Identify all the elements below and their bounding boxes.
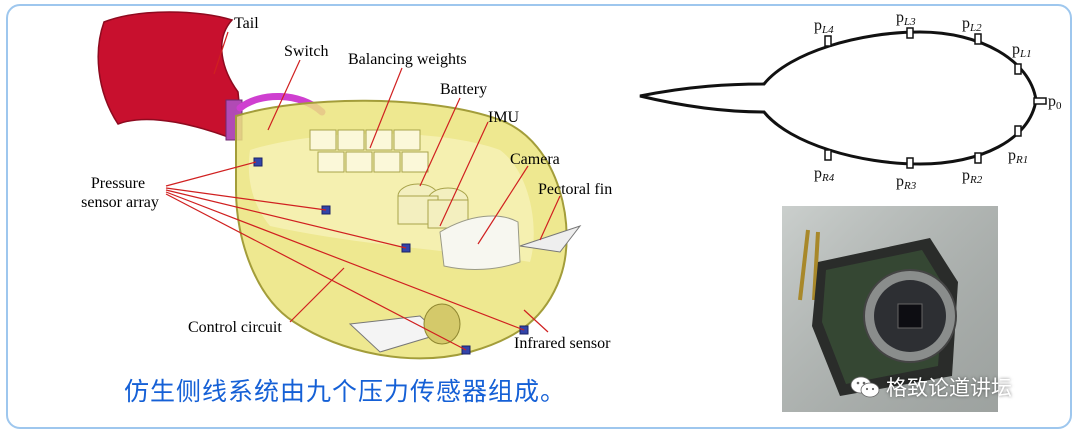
label-balancing-weights: Balancing weights xyxy=(348,51,467,68)
label-p-L2: pL2 xyxy=(962,15,982,34)
label-p-R1: pR1 xyxy=(1008,147,1028,166)
label-pectoral-fin: Pectoral fin xyxy=(538,181,612,198)
label-switch: Switch xyxy=(284,43,328,60)
label-infrared-sensor: Infrared sensor xyxy=(514,335,611,352)
pectoral-fin-right xyxy=(519,225,582,253)
battery-pack xyxy=(397,183,469,229)
label-tail: Tail xyxy=(234,15,259,32)
sensor-labels: pL4 pL3 pL2 pL1 p0 pR1 pR2 pR3 pR4 xyxy=(814,9,1062,192)
pressure-sensor-photo xyxy=(782,206,998,412)
sensor-layout-diagram: pL4 pL3 pL2 pL1 p0 pR1 pR2 pR3 pR4 xyxy=(639,9,1062,192)
label-p-R2: pR2 xyxy=(962,167,983,186)
camera-window xyxy=(439,215,521,270)
label-camera: Camera xyxy=(510,151,560,168)
label-p-R4: pR4 xyxy=(814,165,835,184)
label-imu: IMU xyxy=(488,109,520,126)
figure-caption: 仿生侧线系统由九个压力传感器组成。 xyxy=(124,377,567,406)
label-p-L3: pL3 xyxy=(896,9,916,28)
label-p-R3: pR3 xyxy=(896,173,917,192)
watermark-text: 格致论道讲坛 xyxy=(886,376,1012,400)
label-battery: Battery xyxy=(440,81,487,98)
watermark: 格致论道讲坛 xyxy=(850,372,1012,402)
sensor-markers xyxy=(824,27,1047,169)
wechat-icon xyxy=(850,376,880,398)
label-p-0: p0 xyxy=(1048,93,1062,112)
label-p-L4: pL4 xyxy=(814,17,834,36)
label-pressure-line2: sensor array xyxy=(81,194,159,211)
label-pressure-line1: Pressure xyxy=(91,175,145,192)
fish-outline xyxy=(639,30,1038,166)
balancing-weights xyxy=(309,129,429,173)
label-p-L1: pL1 xyxy=(1012,41,1032,60)
tail-fin xyxy=(97,11,241,142)
label-pressure-sensor: Pressure sensor array xyxy=(81,175,159,211)
motor xyxy=(423,303,461,345)
label-control-circuit: Control circuit xyxy=(188,319,282,336)
pointer-lines xyxy=(165,31,561,351)
